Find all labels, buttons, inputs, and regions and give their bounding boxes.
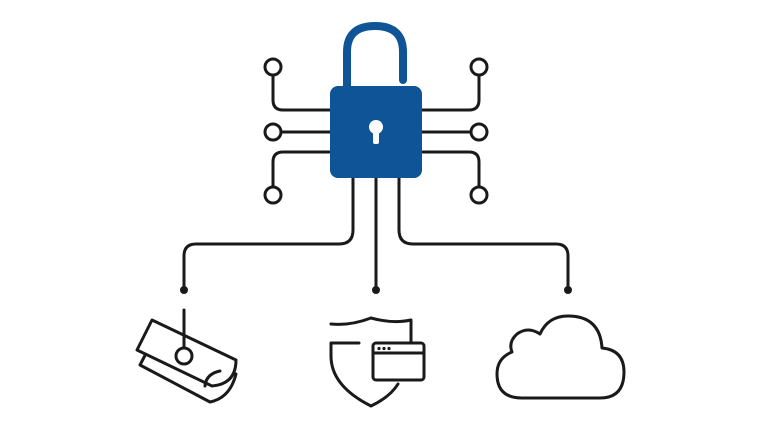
connector-dot-shield <box>372 286 380 294</box>
connector-dots <box>180 286 572 294</box>
shield-top-edge <box>369 316 413 345</box>
padlock-shackle <box>343 21 407 90</box>
camera-pivot <box>174 346 194 366</box>
circuit-traces <box>271 74 481 188</box>
keyhole-slot <box>373 127 379 144</box>
browser-dots <box>377 346 391 351</box>
circuit-nodes <box>263 57 489 205</box>
node-left-top <box>263 57 283 77</box>
node-left-middle <box>263 122 283 142</box>
node-right-middle <box>469 122 489 142</box>
cloud-outline <box>495 314 626 400</box>
trace-right-bottom <box>420 150 481 188</box>
node-right-bottom <box>469 185 489 205</box>
node-left-bottom <box>263 185 283 205</box>
security-camera-icon <box>135 308 238 404</box>
endpoint-connectors <box>182 176 570 290</box>
cloud-icon <box>495 314 626 400</box>
shield-outline <box>329 341 400 408</box>
trace-left-top <box>271 74 332 112</box>
node-right-top <box>469 57 489 77</box>
trace-right-top <box>420 74 481 112</box>
connector-dot-cloud <box>564 286 572 294</box>
shield-browser-window-icon <box>329 316 426 408</box>
camera-ridge <box>203 369 222 388</box>
browser-window-icon <box>371 341 426 382</box>
unlocked-padlock-icon <box>330 21 422 178</box>
connector-dot-camera <box>180 286 188 294</box>
shield-left-curve <box>329 316 373 326</box>
connector-cloud <box>397 176 570 290</box>
trace-left-bottom <box>271 150 332 188</box>
connector-camera <box>182 176 355 290</box>
